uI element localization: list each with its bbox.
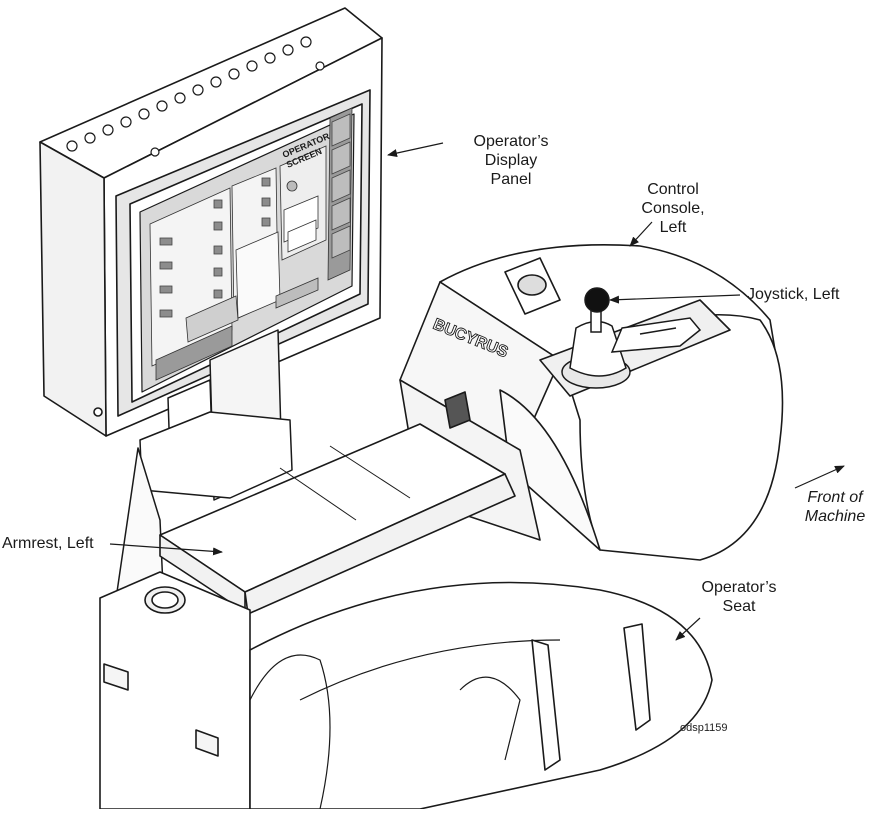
callout-display-panel-line-1: Operator’s bbox=[473, 133, 549, 150]
vent-holes bbox=[66, 36, 325, 157]
armrest bbox=[159, 423, 516, 615]
callout-control-console-line-1: Control bbox=[647, 181, 699, 198]
callout-front-of-machine-line-2: Machine bbox=[804, 508, 866, 525]
callout-armrest: Armrest, Left bbox=[2, 534, 94, 553]
callout-joystick: Joystick, Left bbox=[747, 285, 839, 304]
callout-display-panel: Operator’s Display Panel bbox=[436, 132, 586, 189]
leader-lines bbox=[109, 142, 845, 641]
indicator-blocks bbox=[159, 177, 271, 318]
callout-display-panel-line-3: Panel bbox=[490, 171, 532, 188]
callout-operator-seat-line-1: Operator’s bbox=[701, 579, 777, 596]
callout-front-of-machine: Front of Machine bbox=[796, 488, 874, 526]
callout-joystick-line-1: Joystick, Left bbox=[747, 286, 840, 303]
screen-content bbox=[149, 107, 353, 381]
callout-armrest-line-1: Armrest, Left bbox=[2, 535, 94, 552]
callout-control-console-line-3: Left bbox=[659, 219, 687, 236]
side-buttons bbox=[331, 113, 351, 259]
drawing-code: odsp1159 bbox=[680, 722, 728, 734]
joystick bbox=[561, 287, 702, 389]
callout-operator-seat: Operator’s Seat bbox=[684, 578, 794, 616]
joystick-ball bbox=[584, 287, 610, 313]
callout-control-console-line-2: Console, bbox=[641, 200, 705, 217]
callout-display-panel-line-2: Display bbox=[484, 152, 538, 169]
base-and-seat bbox=[99, 571, 713, 810]
callout-front-of-machine-line-1: Front of bbox=[807, 489, 863, 506]
callout-operator-seat-line-2: Seat bbox=[722, 598, 756, 615]
callout-control-console: Control Console, Left bbox=[618, 180, 728, 237]
